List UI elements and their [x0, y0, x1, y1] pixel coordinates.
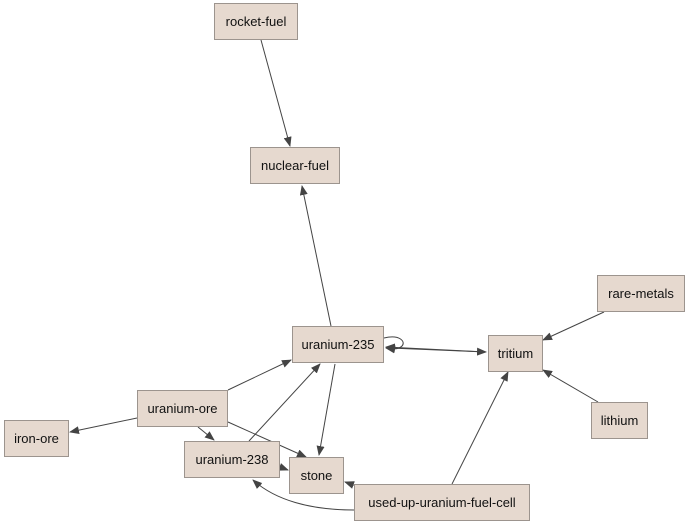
edge-uranium-238-to-uranium-235: [248, 363, 321, 442]
edge-tritium-to-uranium-235: [385, 343, 487, 353]
edge-rare-metals-to-tritium: [542, 311, 605, 341]
edge-uranium-ore-to-iron-ore: [69, 417, 138, 435]
node-uranium-238: uranium-238: [184, 441, 280, 478]
node-lithium: lithium: [591, 402, 648, 439]
edge-used-up-to-tritium: [451, 371, 509, 485]
node-rocket-fuel: rocket-fuel: [214, 3, 298, 40]
edge-uranium-ore-to-uranium-235: [227, 359, 292, 391]
edge-uranium-238-to-stone: [278, 463, 289, 471]
edge-lithium-to-tritium: [542, 369, 599, 403]
node-tritium: tritium: [488, 335, 543, 372]
node-uranium-ore: uranium-ore: [137, 390, 228, 427]
edge-uranium-ore-to-uranium-238: [197, 426, 215, 441]
node-stone: stone: [289, 457, 344, 494]
node-rare-metals: rare-metals: [597, 275, 685, 312]
node-nuclear-fuel: nuclear-fuel: [250, 147, 340, 184]
edge-uranium-235-to-nuclear-fuel: [299, 185, 332, 327]
edge-uranium-ore-to-stone: [227, 421, 307, 458]
edge-uranium-235-to-stone: [316, 363, 336, 456]
node-iron-ore: iron-ore: [4, 420, 69, 457]
edge-rocket-fuel-to-nuclear-fuel: [260, 39, 292, 147]
edge-used-up-to-uranium-238: [252, 479, 355, 511]
node-uranium-235: uranium-235: [292, 326, 384, 363]
node-used-up-uranium-fuel-cell: used-up-uranium-fuel-cell: [354, 484, 530, 521]
